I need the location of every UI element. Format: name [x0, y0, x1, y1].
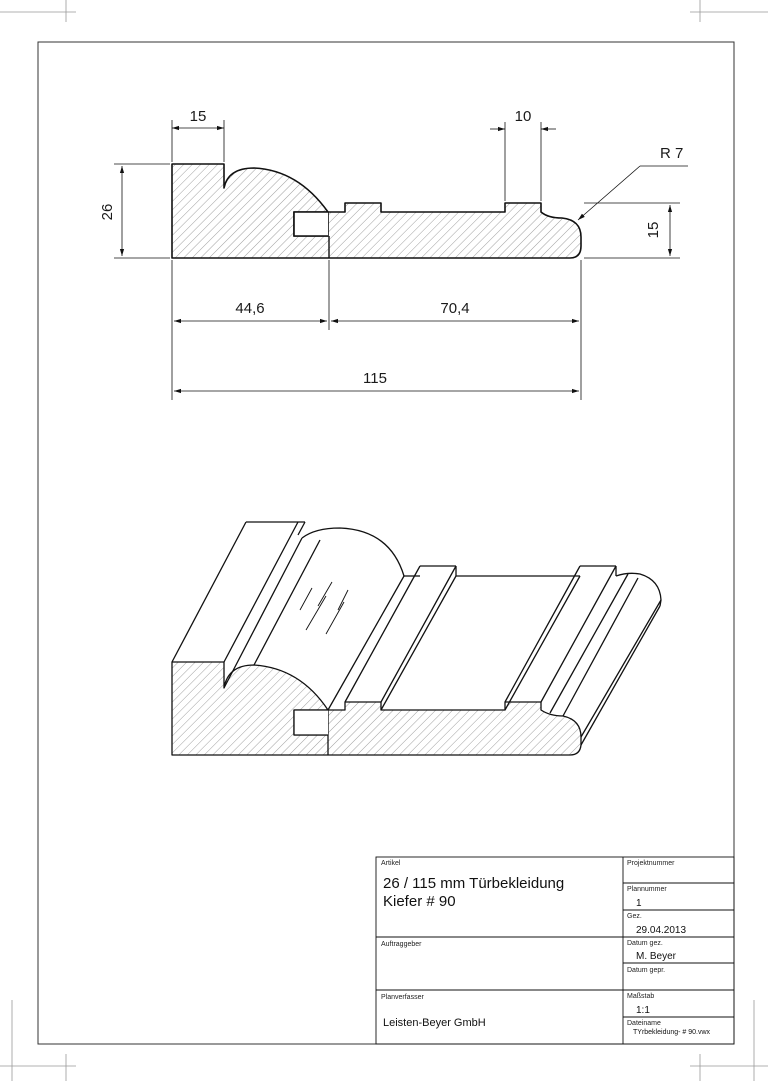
tb-massstab-value: 1:1: [636, 1005, 650, 1016]
tb-artikel-label: Artikel: [381, 860, 401, 867]
dim-groove-width: 10: [515, 108, 532, 125]
dim-total-width: 115: [363, 370, 387, 387]
tb-plannummer-value: 1: [636, 898, 642, 909]
tb-datum-gez-label: Datum gez.: [627, 940, 663, 947]
tb-artikel-line1: 26 / 115 mm Türbekleidung: [383, 875, 564, 892]
tb-gez-label: Gez.: [627, 913, 642, 920]
tb-projektnummer-label: Projektnummer: [627, 860, 675, 867]
profile-section: [171, 163, 582, 259]
tb-planverfasser-value: Leisten-Beyer GmbH: [383, 1017, 486, 1029]
tb-plannummer-label: Plannummer: [627, 886, 667, 893]
tb-datum-gez-value: M. Beyer: [636, 951, 677, 962]
dim-top-width: 15: [190, 108, 207, 125]
dim-height-right: 15: [645, 222, 662, 239]
tb-dateiname-value: TYrbekleidung- # 90.vwx: [633, 1029, 711, 1036]
dim-height-total: 26: [99, 204, 116, 221]
title-block: [375, 856, 735, 1045]
tb-datum-gepr-label: Datum gepr.: [627, 967, 665, 974]
tb-dateiname-label: Dateiname: [627, 1020, 661, 1027]
tb-auftraggeber-label: Auftraggeber: [381, 941, 422, 948]
tb-artikel-line2: Kiefer # 90: [383, 893, 456, 910]
tb-planverfasser-label: Planverfasser: [381, 994, 424, 1001]
isometric-view: [171, 521, 662, 756]
dimension-lines: [114, 120, 688, 400]
profile-outline: [171, 163, 582, 259]
dim-left-part: 44,6: [235, 300, 264, 317]
tb-gez-value: 29.04.2013: [636, 925, 686, 936]
dim-radius: R 7: [660, 145, 683, 162]
tb-massstab-label: Maßstab: [627, 993, 654, 1000]
dim-right-part: 70,4: [440, 300, 469, 317]
